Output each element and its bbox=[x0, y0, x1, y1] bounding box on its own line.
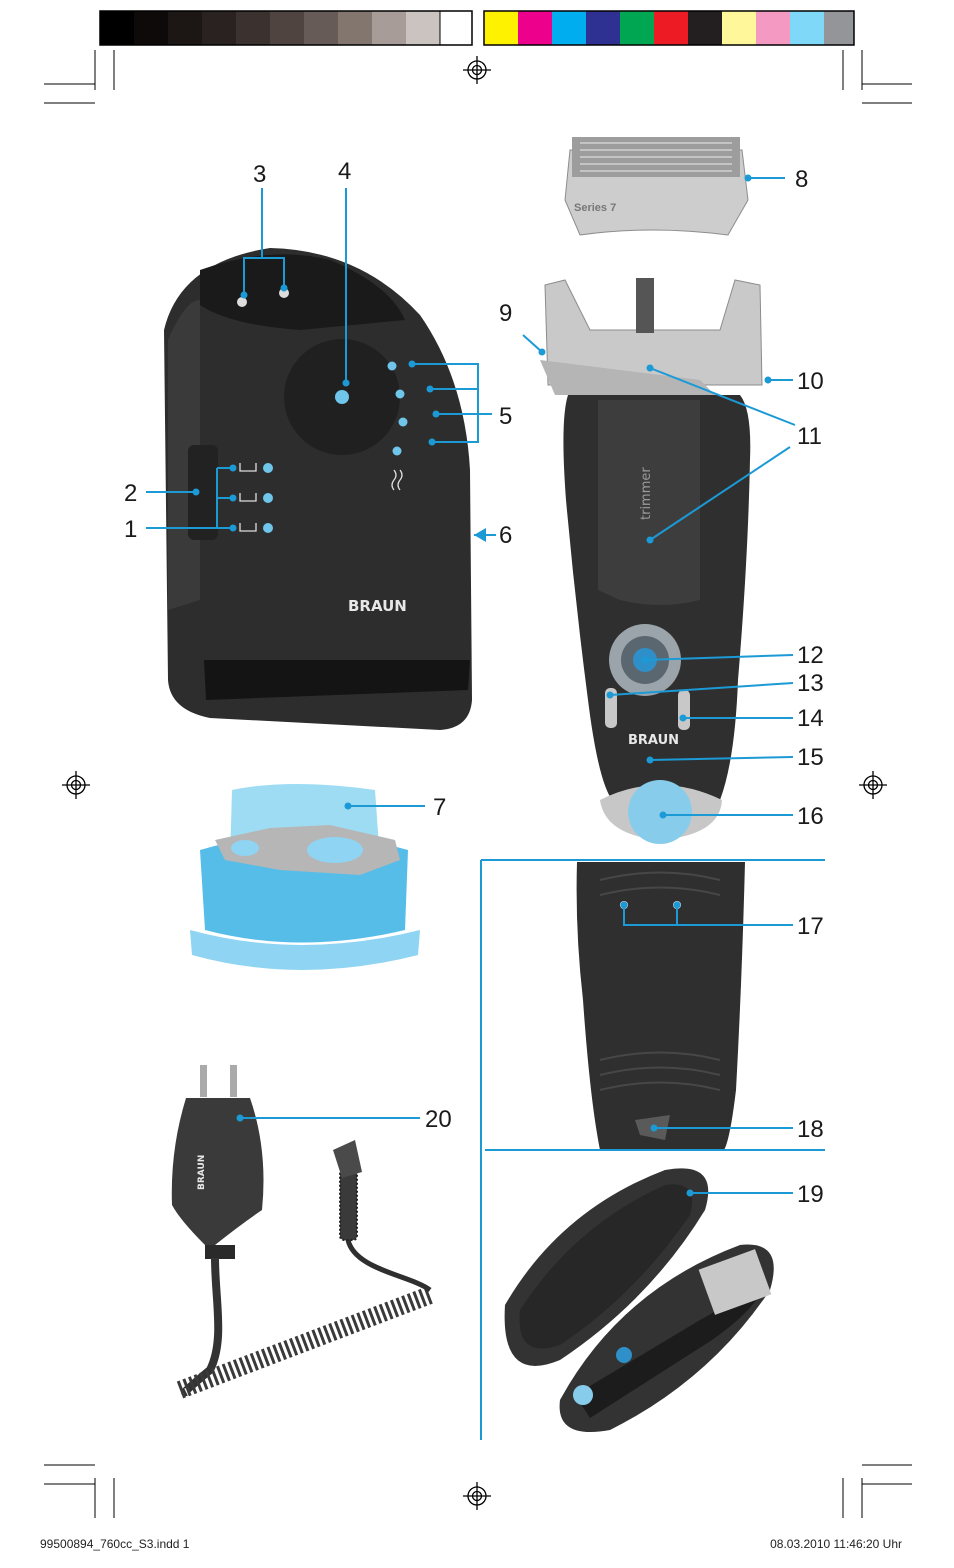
shaver-back bbox=[576, 862, 745, 1150]
callout-10: 10 bbox=[797, 368, 824, 395]
footer-filename: 99500894_760cc_S3.indd 1 bbox=[40, 1537, 190, 1551]
callout-8: 8 bbox=[795, 166, 808, 193]
callout-11: 11 bbox=[797, 423, 822, 450]
cleaning-cartridge bbox=[190, 784, 420, 970]
callout-16: 16 bbox=[797, 803, 824, 830]
shaver-front: trimmer BRAUN bbox=[540, 278, 763, 844]
callout-18: 18 bbox=[797, 1116, 824, 1143]
panel-dividers bbox=[480, 859, 825, 1440]
station-brand-logo: BRAUN bbox=[348, 597, 407, 615]
callout-20: 20 bbox=[425, 1106, 452, 1133]
crop-marks bbox=[44, 50, 912, 1518]
callout-5: 5 bbox=[499, 403, 512, 430]
callout-1: 1 bbox=[124, 516, 137, 543]
power-supply: BRAUN bbox=[171, 1065, 434, 1399]
callout-19: 19 bbox=[797, 1181, 824, 1208]
callout-17: 17 bbox=[797, 913, 824, 940]
registration-marks bbox=[62, 56, 887, 1510]
callout-6: 6 bbox=[499, 522, 512, 549]
color-calibration-bar bbox=[99, 10, 855, 46]
callout-2: 2 bbox=[124, 480, 137, 507]
leader-lines bbox=[146, 177, 796, 1194]
shaver-brand-logo: BRAUN bbox=[628, 733, 679, 748]
psu-brand-logo: BRAUN bbox=[197, 1155, 207, 1190]
foil-series-label: Series 7 bbox=[574, 202, 616, 214]
trimmer-label: trimmer bbox=[639, 467, 654, 520]
callout-4: 4 bbox=[338, 158, 351, 185]
callout-14: 14 bbox=[797, 705, 824, 732]
callout-13: 13 bbox=[797, 670, 824, 697]
foil-cassette: Series 7 bbox=[564, 137, 749, 236]
clean-charge-station: BRAUN bbox=[164, 248, 472, 730]
callout-9: 9 bbox=[499, 300, 512, 327]
callout-numbers: 1 2 3 4 5 6 7 8 9 10 11 12 13 14 15 16 1… bbox=[124, 158, 824, 1208]
footer-timestamp: 08.03.2010 11:46:20 Uhr bbox=[770, 1537, 902, 1551]
callout-12: 12 bbox=[797, 642, 824, 669]
callout-3: 3 bbox=[253, 161, 266, 188]
leader-dots bbox=[192, 174, 772, 1197]
callout-15: 15 bbox=[797, 744, 824, 771]
callout-7: 7 bbox=[433, 794, 446, 821]
travel-case bbox=[504, 1168, 774, 1432]
